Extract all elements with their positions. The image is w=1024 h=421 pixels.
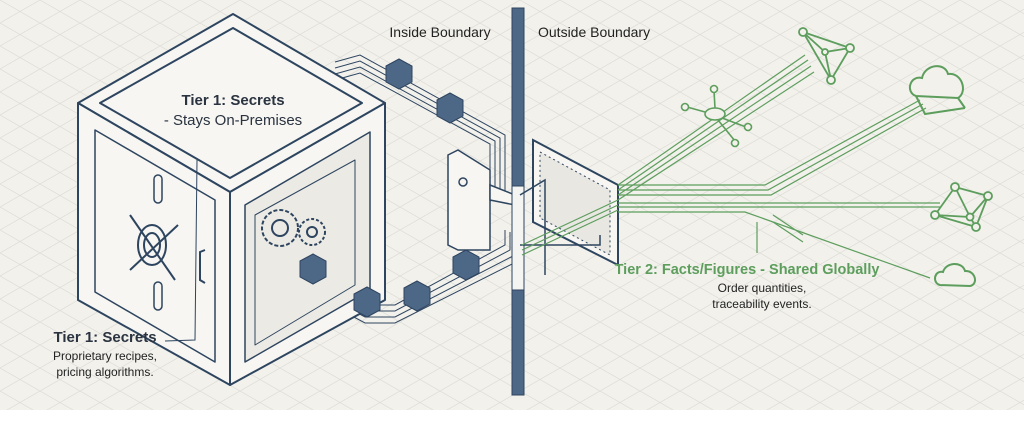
inside-boundary-label: Inside Boundary xyxy=(389,24,490,40)
safe-dial-icon xyxy=(129,214,179,281)
data-cube-icon xyxy=(353,286,381,318)
hub-node-icon xyxy=(680,84,753,148)
callout-leader-line xyxy=(164,159,198,342)
data-cube-icon xyxy=(403,280,431,312)
outside-boundary-label: Outside Boundary xyxy=(538,24,650,40)
tier1-bottom-line1: Proprietary recipes, xyxy=(53,349,157,363)
tier1-top-title: Tier 1: Secrets xyxy=(181,92,284,109)
data-cubes xyxy=(299,58,480,318)
safe xyxy=(77,13,386,386)
data-cube-icon xyxy=(385,58,413,90)
network-node-icon xyxy=(798,27,855,85)
tier2-title: Tier 2: Facts/Figures - Shared Globally xyxy=(615,262,880,278)
shared-data-lines xyxy=(521,54,940,279)
safe-handle-icon xyxy=(199,249,206,284)
filter-panel xyxy=(519,138,619,275)
tier2-line1: Order quantities, xyxy=(718,281,807,295)
gears-icon xyxy=(261,209,326,247)
tier2-line2: traceability events. xyxy=(712,297,811,311)
tier1-bottom-line2: pricing algorithms. xyxy=(56,365,153,379)
data-cube-icon xyxy=(452,249,480,281)
tier1-top-subtitle: - Stays On-Premises xyxy=(164,112,302,129)
data-cube-icon xyxy=(299,253,327,285)
gate-bracket xyxy=(447,149,516,251)
tier1-bottom-title: Tier 1: Secrets xyxy=(53,329,156,346)
safe-hinge-icon xyxy=(153,174,163,311)
data-cube-icon xyxy=(436,92,464,124)
cloud-icon xyxy=(934,263,977,288)
cloud-icon xyxy=(908,65,966,116)
network-node-icon xyxy=(930,182,993,232)
boundary-wall xyxy=(511,7,525,396)
